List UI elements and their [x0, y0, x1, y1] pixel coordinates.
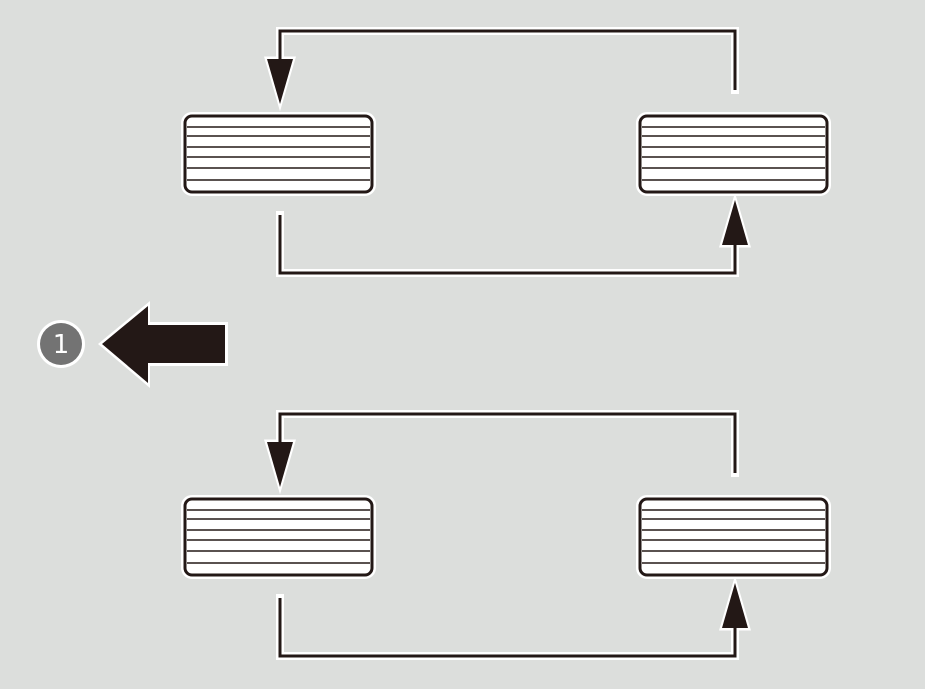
- lower-rotation-group: [185, 414, 827, 656]
- step-badge: 1: [37, 320, 85, 368]
- direction-arrow-icon: [98, 301, 228, 388]
- tire-icon-upper-left: [185, 116, 372, 192]
- upper-rotation-group: [185, 31, 827, 273]
- tire-icon-lower-right: [640, 499, 827, 575]
- tire-icon-lower-left: [185, 499, 372, 575]
- tire-icon-upper-right: [640, 116, 827, 192]
- badge-label: 1: [53, 330, 70, 360]
